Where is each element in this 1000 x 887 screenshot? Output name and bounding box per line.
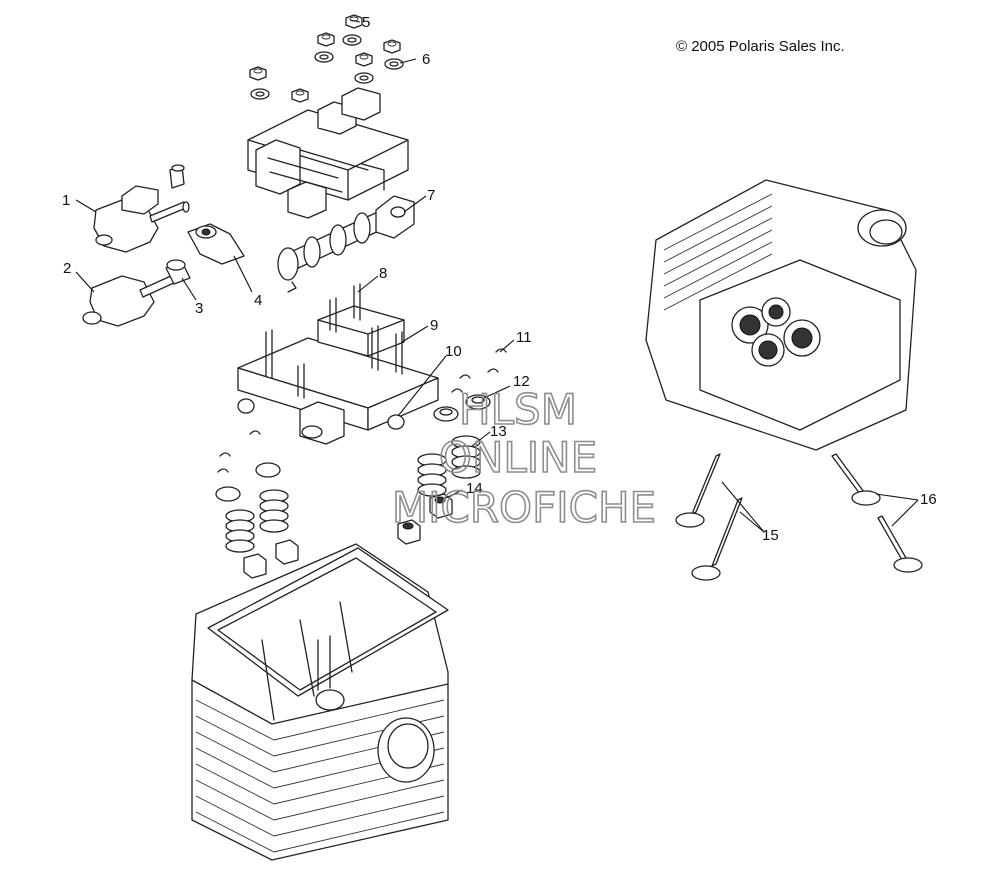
callout-10: 10: [445, 343, 462, 360]
camshaft: [277, 195, 415, 293]
callout-16: 16: [920, 491, 937, 508]
rocker-support: [237, 283, 439, 445]
callout-12: 12: [513, 373, 530, 390]
callout-13: 13: [490, 423, 507, 440]
callout-4: 4: [254, 292, 262, 309]
callout-1: 1: [62, 192, 70, 209]
valve-cover-nuts: [249, 14, 404, 103]
watermark: HLSM ONLINE MICROFICHE: [391, 384, 657, 533]
callout-8: 8: [379, 265, 387, 282]
callout-leaders: [75, 19, 919, 533]
callout-labels: 5 6 1 7 2 3 4 8 9 10 11 12 13 14 15 16: [62, 14, 937, 544]
callout-15: 15: [762, 527, 779, 544]
callout-3: 3: [195, 300, 203, 317]
camshaft-cap: [247, 87, 409, 219]
valves: [675, 453, 923, 581]
rocker-arm-assembly: [82, 164, 245, 327]
callout-6: 6: [422, 51, 430, 68]
watermark-line-2: ONLINE: [439, 433, 597, 482]
watermark-line-3: MICROFICHE: [392, 483, 656, 532]
callout-14: 14: [466, 480, 483, 497]
callout-2: 2: [63, 260, 71, 277]
callout-11: 11: [516, 329, 532, 346]
valve-train-parts: [215, 348, 507, 579]
callout-5: 5: [362, 14, 370, 31]
callout-7: 7: [427, 187, 435, 204]
copyright-notice: © 2005 Polaris Sales Inc.: [676, 38, 845, 55]
cylinder-head: [191, 543, 449, 861]
callout-9: 9: [430, 317, 438, 334]
cylinder-head-combustion-side: [645, 179, 917, 451]
watermark-line-1: HLSM: [459, 385, 577, 434]
